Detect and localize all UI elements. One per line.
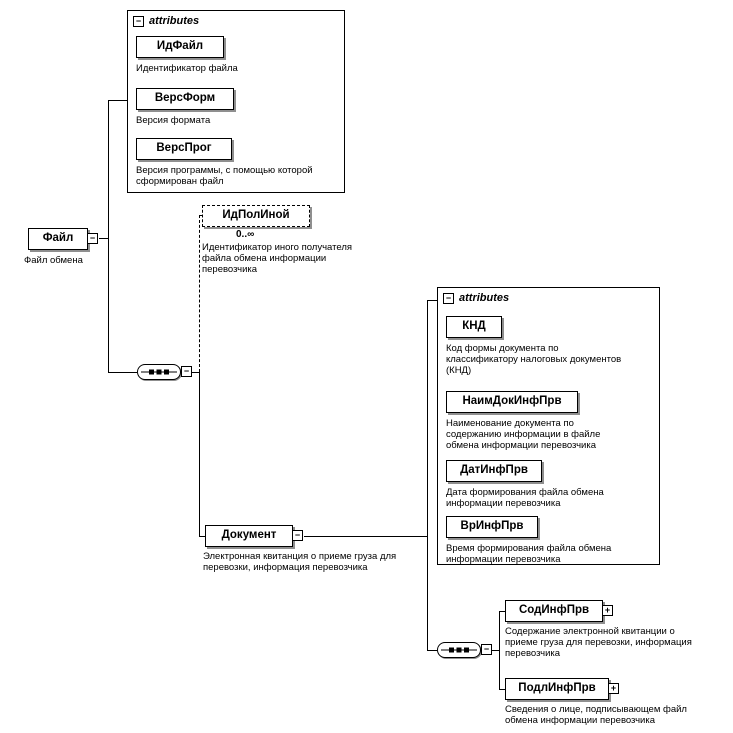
attribute-versform-caption: Версия формата xyxy=(136,115,211,126)
attribute-versform[interactable]: ВерсФорм xyxy=(136,88,234,110)
attributes-label: attributes xyxy=(459,292,510,304)
element-document-caption: Электронная квитанция о приеме груза для… xyxy=(203,551,397,573)
attribute-vrinfprv-caption: Время формирования файла обмена информац… xyxy=(446,543,612,565)
element-sodinfprv-label: СодИнфПрв xyxy=(518,604,590,616)
connector-line xyxy=(199,372,200,536)
connector-line-optional xyxy=(199,215,200,372)
attribute-knd[interactable]: КНД xyxy=(446,316,502,338)
document-attributes-header: − attributes xyxy=(443,292,509,304)
file-attributes-header: − attributes xyxy=(133,15,199,27)
element-idpolinoy[interactable]: ИдПолИной xyxy=(202,205,310,227)
file-attributes-box: − attributes ИдФайл Идентификатор файла … xyxy=(127,10,345,193)
connector-line xyxy=(499,689,505,690)
attribute-versprog-caption: Версия программы, с помощью которой сфор… xyxy=(136,165,313,187)
element-podlinfprv-caption: Сведения о лице, подписывающем файл обме… xyxy=(505,704,687,726)
attribute-knd-caption: Код формы документа по классификатору на… xyxy=(446,343,622,376)
element-podlinfprv-label: ПодлИнфПрв xyxy=(518,682,596,694)
connector-line xyxy=(108,100,109,372)
element-document-label: Документ xyxy=(221,529,277,541)
connector-line xyxy=(492,650,499,651)
attribute-vrinfprv[interactable]: ВрИнфПрв xyxy=(446,516,538,538)
sequence-icon xyxy=(137,364,181,380)
connector-line xyxy=(427,300,437,301)
sequence-icon xyxy=(437,642,481,658)
connector-line xyxy=(108,100,127,101)
connector-line-optional xyxy=(199,215,202,216)
attribute-naimdokinfprv-caption: Наименование документа по содержанию инф… xyxy=(446,418,601,451)
element-document[interactable]: Документ − xyxy=(205,525,303,547)
collapse-icon[interactable]: − xyxy=(181,366,192,377)
collapse-icon[interactable]: − xyxy=(443,292,454,304)
collapse-icon[interactable]: − xyxy=(292,530,303,541)
connector-line xyxy=(499,611,505,612)
expand-icon[interactable]: + xyxy=(602,605,613,616)
expand-icon[interactable]: + xyxy=(608,683,619,694)
attribute-idfile[interactable]: ИдФайл xyxy=(136,36,224,58)
element-idpolinoy-caption: Идентификатор иного получателя файла обм… xyxy=(202,242,353,275)
attributes-label: attributes xyxy=(149,15,200,27)
collapse-icon[interactable]: − xyxy=(133,15,144,27)
element-sodinfprv-caption: Содержание электронной квитанции о прием… xyxy=(505,626,692,659)
attribute-idfile-caption: Идентификатор файла xyxy=(136,63,238,74)
connector-line xyxy=(99,238,108,239)
connector-line xyxy=(427,300,428,650)
occurrence-indicator: 0..∞ xyxy=(236,229,255,240)
element-podlinfprv[interactable]: ПодлИнфПрв + xyxy=(505,678,619,700)
connector-line xyxy=(192,372,199,373)
attribute-versprog[interactable]: ВерсПрог xyxy=(136,138,232,160)
element-sodinfprv[interactable]: СодИнфПрв + xyxy=(505,600,613,622)
attribute-datinfprv-caption: Дата формирования файла обмена информаци… xyxy=(446,487,604,509)
collapse-icon[interactable]: − xyxy=(481,644,492,655)
collapse-icon[interactable]: − xyxy=(87,233,98,244)
sequence-indicator[interactable] xyxy=(437,640,483,660)
element-file-caption: Файл обмена xyxy=(24,255,83,266)
sequence-indicator[interactable] xyxy=(137,362,183,382)
connector-line xyxy=(108,372,137,373)
attribute-datinfprv[interactable]: ДатИнфПрв xyxy=(446,460,542,482)
element-file-label: Файл xyxy=(42,232,74,244)
connector-line xyxy=(199,536,205,537)
connector-line xyxy=(499,611,500,689)
connector-line xyxy=(427,650,437,651)
attribute-naimdokinfprv[interactable]: НаимДокИнфПрв xyxy=(446,391,578,413)
connector-line xyxy=(304,536,427,537)
element-file[interactable]: Файл − xyxy=(28,228,98,250)
document-attributes-box: − attributes КНД Код формы документа по … xyxy=(437,287,660,565)
